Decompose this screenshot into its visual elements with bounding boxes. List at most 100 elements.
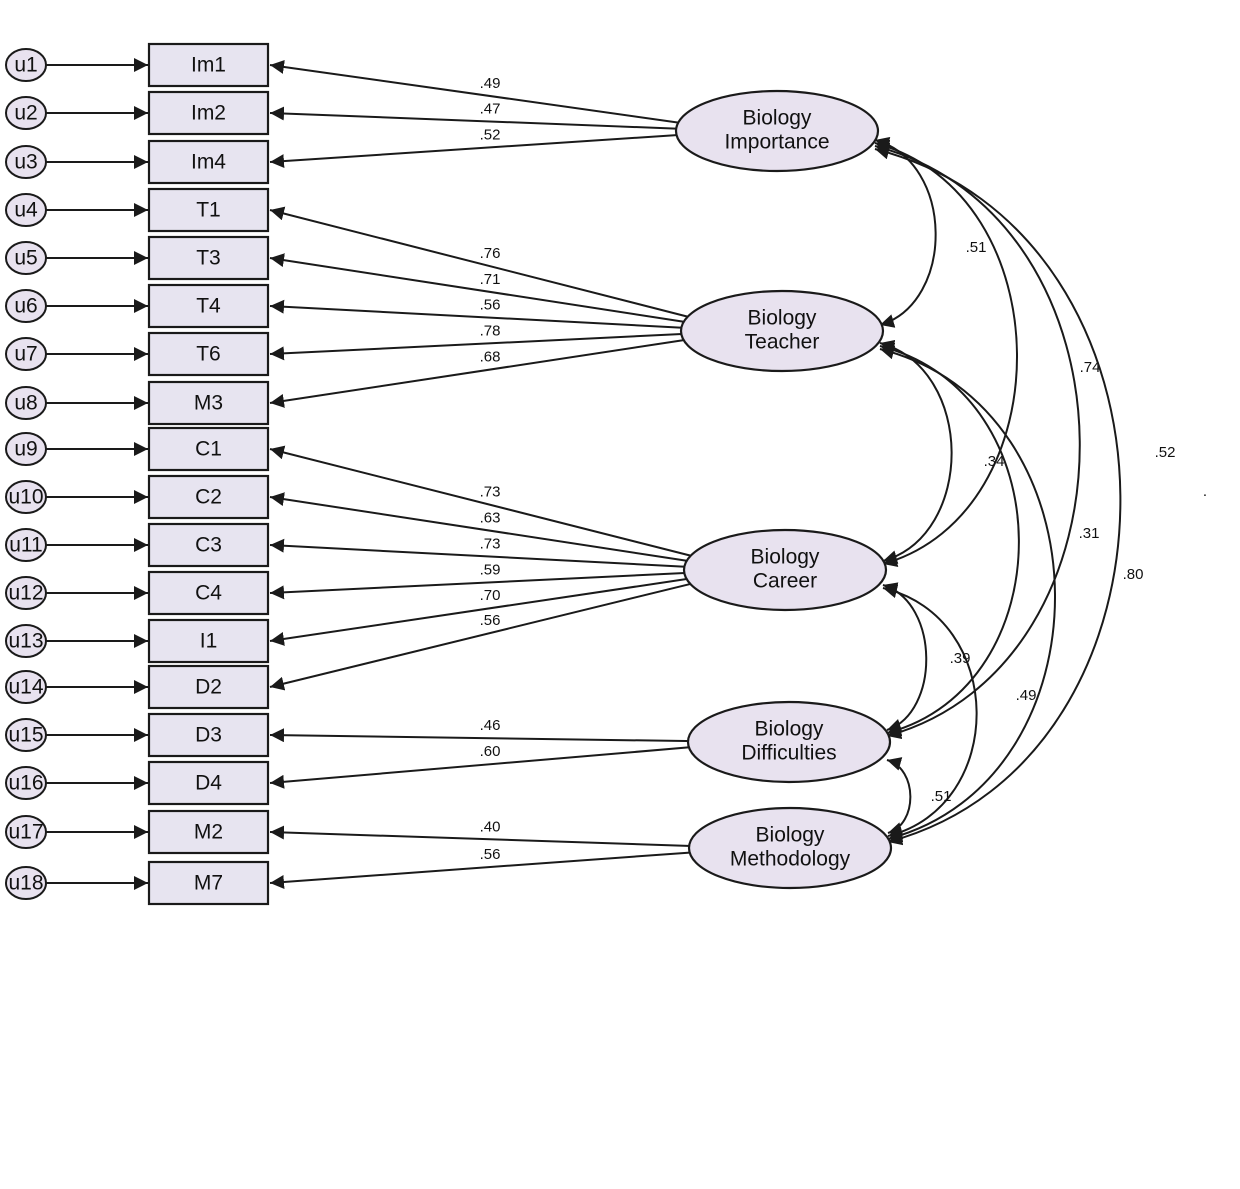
error-node-u9: [5, 432, 47, 466]
error-label-u7: u7: [14, 343, 37, 366]
covariance-value-tea-car: .34: [984, 453, 1005, 470]
covariance-layer: .51.74.52..34.31.80.39.49.51: [874, 137, 1207, 846]
covariance-curve-tea-car: [879, 339, 953, 564]
error-node-u13: [5, 624, 47, 658]
error-node-u17: [5, 815, 47, 849]
indicator-label-T1: T1: [196, 199, 221, 222]
indicator-box-C4: [147, 570, 270, 616]
covariance-value-imp-tea: .51: [966, 239, 987, 256]
indicator-box-I1: [147, 618, 270, 664]
factor-node-imp: [674, 89, 880, 173]
indicator-box-T3: [147, 235, 270, 281]
indicator-label-Im1: Im1: [191, 54, 226, 77]
loading-arrow: [269, 445, 691, 557]
covariance-curve-imp-met: [874, 145, 1122, 846]
indicator-label-C1: C1: [195, 438, 222, 461]
loading-arrow: [269, 583, 691, 691]
error-label-u2: u2: [14, 102, 37, 125]
loading-value: .59: [480, 561, 501, 578]
indicator-box-T1: [147, 187, 270, 233]
loading-value: .68: [480, 349, 501, 366]
error-label-u6: u6: [14, 295, 37, 318]
covariance-value-car-met: .49: [1016, 687, 1037, 704]
covariance-curve-imp-car: [874, 139, 1018, 567]
error-node-u8: [5, 386, 47, 420]
error-node-u10: [5, 480, 47, 514]
loading-value: .73: [480, 535, 501, 552]
error-label-u8: u8: [14, 392, 37, 415]
indicator-box-Im2: [147, 90, 270, 136]
error-node-u14: [5, 670, 47, 704]
indicator-box-C3: [147, 522, 270, 568]
indicator-box-Im4: [147, 139, 270, 185]
factor-label-line1: Biology: [743, 107, 812, 130]
covariance-value-imp-met: .: [1203, 483, 1207, 500]
error-label-u13: u13: [8, 630, 43, 653]
error-node-u5: [5, 241, 47, 275]
loading-arrow: [269, 745, 695, 789]
covariance-value-dif-met: .51: [931, 788, 952, 805]
indicator-label-M7: M7: [194, 872, 223, 895]
error-node-u1: [5, 48, 47, 82]
loading-value: .70: [480, 587, 501, 604]
error-node-u18: [5, 866, 47, 900]
factor-label-line1: Biology: [755, 718, 824, 741]
indicator-box-Im1: [147, 42, 270, 88]
loading-arrow: [269, 851, 696, 889]
loading-value: .60: [480, 743, 501, 760]
indicator-label-C2: C2: [195, 486, 222, 509]
loading-value: .73: [480, 484, 501, 501]
indicator-box-M7: [147, 860, 270, 906]
error-node-u11: [5, 528, 47, 562]
loading-value: .56: [480, 846, 501, 863]
covariance-curve-dif-met: [886, 757, 912, 836]
error-layer: u1u2u3u4u5u6u7u8u9u10u11u12u13u14u15u16u…: [5, 48, 148, 900]
factor-label-line2: Career: [753, 570, 817, 593]
error-label-u5: u5: [14, 247, 37, 270]
covariance-curve-car-met: [882, 584, 978, 840]
loading-value: .78: [480, 322, 501, 339]
loading-value: .71: [480, 271, 501, 288]
covariance-curve-tea-met: [879, 345, 1056, 843]
covariance-value-tea-met: .80: [1123, 566, 1144, 583]
loading-value: .56: [480, 612, 501, 629]
factor-label-line1: Biology: [748, 307, 817, 330]
loading-arrow: [269, 60, 683, 125]
error-node-u6: [5, 289, 47, 323]
factor-label-line2: Teacher: [745, 331, 820, 354]
loading-arrow: [269, 299, 688, 329]
factor-label-line1: Biology: [756, 824, 825, 847]
indicator-label-M2: M2: [194, 821, 223, 844]
loading-value: .76: [480, 245, 501, 262]
loading-arrow: [269, 492, 691, 563]
loading-arrow: [269, 133, 683, 169]
indicator-box-M3: [147, 380, 270, 426]
covariance-curve-tea-dif: [879, 342, 1020, 737]
indicator-label-Im4: Im4: [191, 151, 226, 174]
loading-arrow: [269, 253, 688, 324]
loading-arrow: [269, 571, 691, 600]
factor-label-line2: Methodology: [730, 848, 851, 871]
error-label-u14: u14: [8, 676, 43, 699]
loading-value: .47: [480, 100, 501, 117]
indicator-box-D4: [147, 760, 270, 806]
indicator-label-T4: T4: [196, 295, 221, 318]
error-label-u9: u9: [14, 438, 37, 461]
covariance-curve-imp-dif: [874, 142, 1081, 740]
error-node-u3: [5, 145, 47, 179]
indicator-label-C4: C4: [195, 582, 222, 605]
error-label-u10: u10: [8, 486, 43, 509]
error-label-u12: u12: [8, 582, 43, 605]
loading-arrow: [269, 577, 691, 646]
error-label-u18: u18: [8, 872, 43, 895]
loading-value: .63: [480, 510, 501, 527]
loading-arrow: [269, 538, 691, 568]
covariance-value-tea-dif: .31: [1079, 525, 1100, 542]
error-label-u1: u1: [14, 54, 37, 77]
indicator-box-D2: [147, 664, 270, 710]
indicator-box-C2: [147, 474, 270, 520]
indicator-label-I1: I1: [200, 630, 218, 653]
indicator-box-C1: [147, 426, 270, 472]
factor-label-line2: Importance: [724, 131, 829, 154]
loading-value: .49: [480, 75, 501, 92]
